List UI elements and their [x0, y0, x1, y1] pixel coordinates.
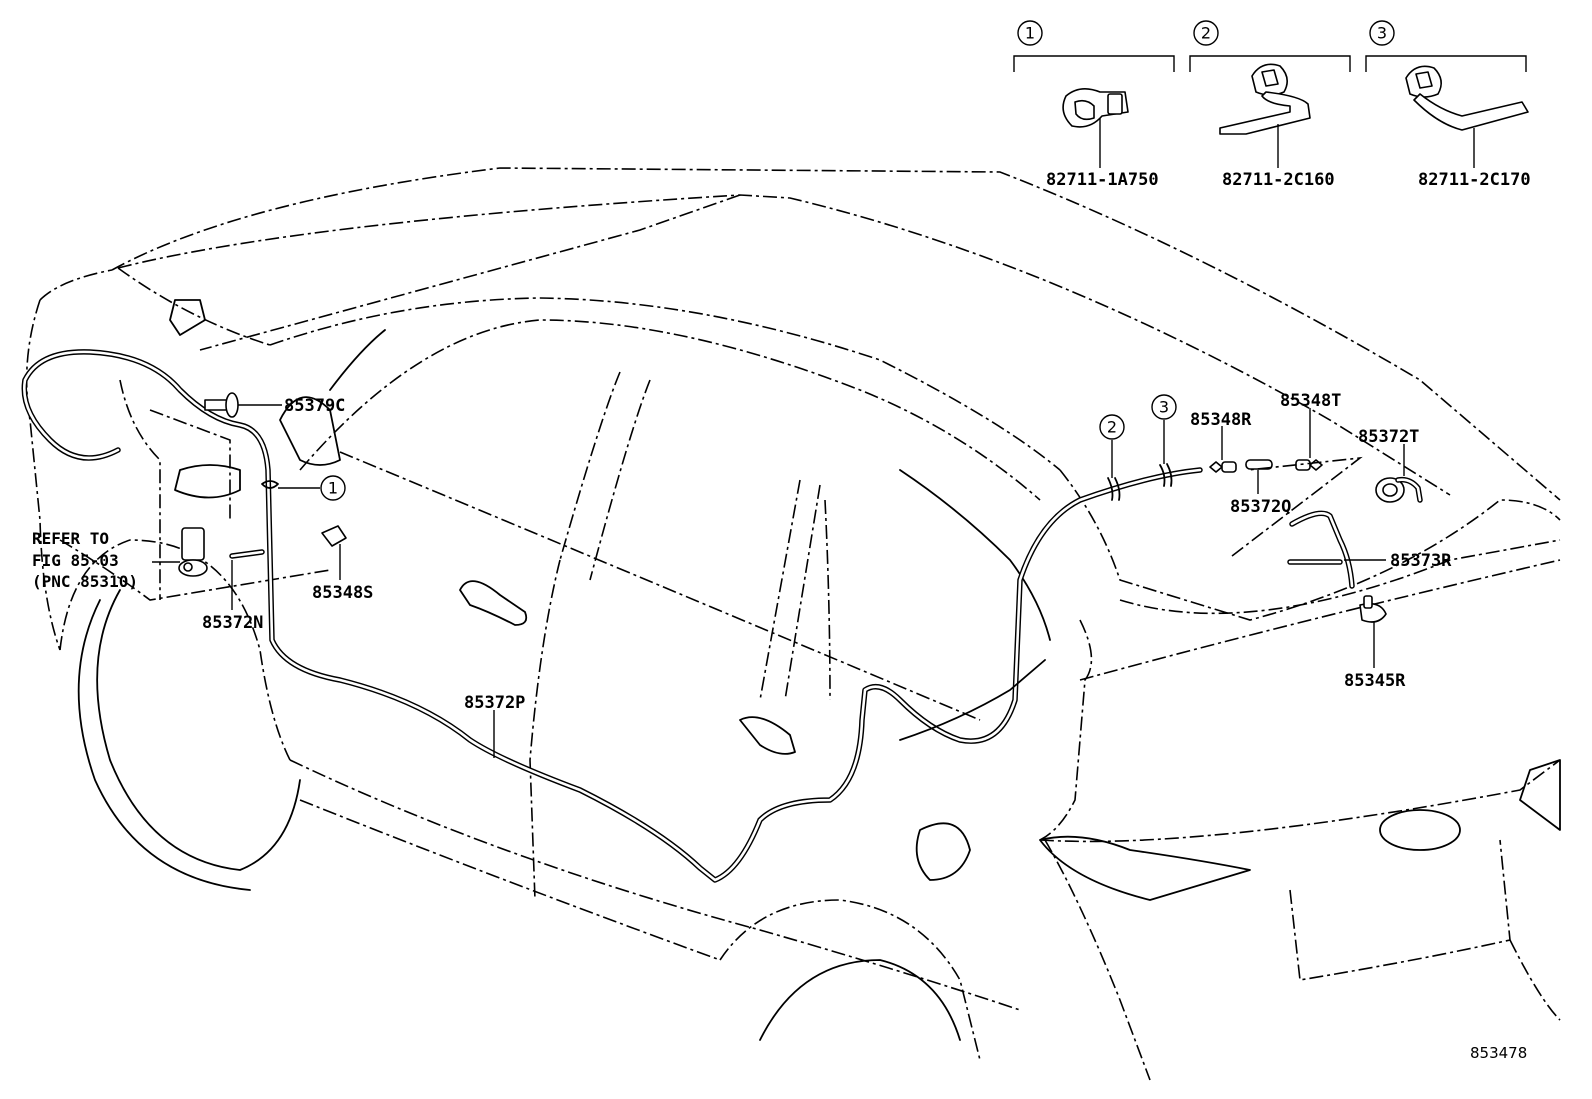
- hose-callout-1-label: 1: [328, 479, 338, 498]
- reference-note-line2: FIG 85-03: [32, 551, 119, 570]
- grommet-85372T: [1375, 444, 1423, 503]
- hose-callout-1: 1: [320, 475, 346, 501]
- hose-callout-2: 2: [1099, 414, 1125, 440]
- label-85345R: 85345R: [1344, 671, 1406, 691]
- reference-note: REFER TO FIG 85-03 (PNC 85310): [32, 529, 138, 591]
- clip-variant-1: 1 82711-1A750: [1013, 20, 1175, 190]
- label-85372N: 85372N: [202, 613, 263, 633]
- hose-85372N: [229, 549, 265, 610]
- label-85372P: 85372P: [464, 693, 525, 713]
- clip-variant-2-part-number: 82711-2C160: [1222, 170, 1335, 190]
- clip-variant-3-part-number: 82711-2C170: [1418, 170, 1531, 190]
- hose-85373R: [1287, 510, 1386, 589]
- washer-motor: [152, 527, 208, 577]
- clip-variant-1-callout: 1: [1025, 24, 1035, 43]
- label-85373R: 85373R: [1390, 551, 1452, 571]
- clip-variant-3-callout: 3: [1377, 24, 1387, 43]
- label-85379C: 85379C: [284, 396, 345, 416]
- nozzle-85345R: [1359, 595, 1387, 668]
- figure-number: 853478: [1470, 1044, 1527, 1062]
- clip-variant-3: 3 82711-2C170: [1365, 20, 1531, 190]
- hose-callout-2-label: 2: [1107, 418, 1117, 437]
- hose-callout-3-label: 3: [1159, 398, 1169, 417]
- reference-note-line3: (PNC 85310): [32, 572, 138, 591]
- joint-85348T: [1295, 408, 1323, 471]
- hose-clamps: [261, 463, 1173, 501]
- washer-hose-85372P: [21, 349, 1203, 883]
- hose-85372Q: [1245, 459, 1273, 494]
- label-85348T: 85348T: [1280, 391, 1341, 411]
- clip-variant-1-part-number: 82711-1A750: [1046, 170, 1159, 190]
- joint-85348R: [1209, 426, 1237, 473]
- clip-variant-2-callout: 2: [1201, 24, 1211, 43]
- vehicle-body-outline: [25, 167, 1561, 1081]
- joint-85348S: [321, 525, 347, 580]
- hose-callout-3: 3: [1151, 394, 1177, 420]
- label-85348R: 85348R: [1190, 410, 1252, 430]
- label-85372Q: 85372Q: [1230, 497, 1291, 517]
- reference-note-line1: REFER TO: [32, 529, 109, 548]
- label-85372T: 85372T: [1358, 427, 1419, 447]
- grommet-85379C: [204, 392, 282, 418]
- label-85348S: 85348S: [312, 583, 373, 603]
- clip-variant-2: 2 82711-2C160: [1189, 20, 1351, 190]
